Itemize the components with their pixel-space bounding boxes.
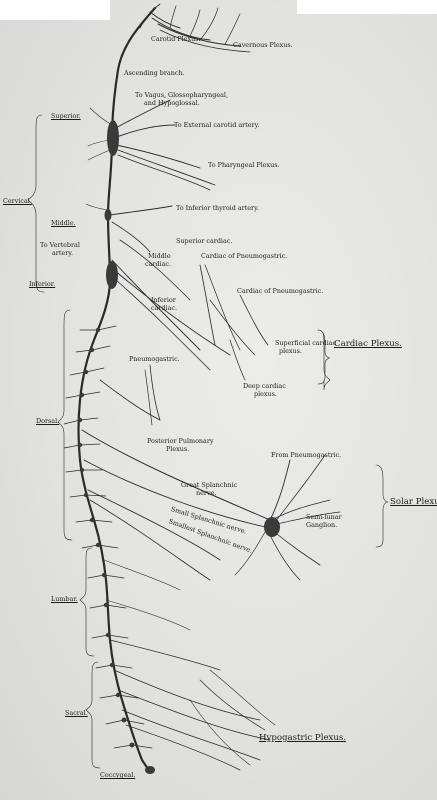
label-ascending-branch: Ascending branch. <box>124 69 185 77</box>
label-dorsal: Dorsal. <box>36 417 60 425</box>
label-posterior-pulmonary-2: Plexus. <box>166 445 190 453</box>
label-to-vagus-1: To Vagus, Glossopharyngeal, <box>135 91 228 99</box>
label-pneumogastric: Pneumogastric. <box>129 355 180 363</box>
coccygeal-ganglion <box>145 766 155 774</box>
label-to-vertebral-1: To Vertebral <box>40 241 80 249</box>
label-sacral: Sacral. <box>65 709 88 717</box>
label-lumbar: Lumbar. <box>51 595 78 603</box>
label-cavernous-plexus: Cavernous Plexus. <box>233 41 293 49</box>
inferior-cervical-ganglion <box>106 261 118 289</box>
label-coccygeal: Coccygeal. <box>100 771 136 779</box>
label-hypogastric-plexus: Hypogastric Plexus. <box>259 733 347 743</box>
label-superficial-cardiac-1: Superficial cardiac <box>275 339 337 347</box>
label-posterior-pulmonary-1: Posterior Pulmonary <box>147 437 214 445</box>
label-superior-cardiac: Superior cardiac. <box>176 237 233 245</box>
label-middle: Middle. <box>51 219 76 227</box>
label-superficial-cardiac-2: plexus. <box>279 347 302 355</box>
label-to-external-carotid: To External carotid artery. <box>174 121 260 129</box>
label-great-splanchnic-1: Great Splanchnic <box>181 481 238 489</box>
label-inferior-cardiac-1: Inferior <box>151 296 176 304</box>
label-semilunar-1: Semi-lunar <box>306 513 342 521</box>
ganglia <box>77 120 280 774</box>
label-middle-cardiac-1: Middle <box>148 252 171 260</box>
page-margin-top-right <box>297 0 437 14</box>
sympathetic-trunk <box>27 3 389 774</box>
label-to-pharyngeal-plexus: To Pharyngeal Plexus. <box>208 161 280 169</box>
label-great-splanchnic-2: nerve. <box>196 489 217 497</box>
middle-cervical-ganglion <box>104 209 112 221</box>
label-superior: Superior. <box>51 112 81 120</box>
label-cardiac-plexus: Cardiac Plexus. <box>334 339 402 349</box>
label-inferior-cardiac-2: cardiac. <box>151 304 177 312</box>
label-semilunar-2: Ganglion. <box>306 521 338 529</box>
page-margin-top-left <box>0 0 110 20</box>
label-to-inferior-thyroid: To Inferior thyroid artery. <box>176 204 259 212</box>
label-deep-cardiac-1: Deep cardiac <box>243 382 286 390</box>
label-carotid-plexus: Carotid Plexus. <box>151 35 201 43</box>
label-from-pneumogastric: From Pneumogastric. <box>271 451 342 459</box>
superior-cervical-ganglion <box>107 120 119 156</box>
label-cervical: Cervical. <box>3 197 32 205</box>
label-solar-plexus: Solar Plexus. <box>390 497 437 507</box>
semilunar-ganglion <box>264 517 280 537</box>
label-middle-cardiac-2: cardiac. <box>145 260 171 268</box>
label-cardiac-of-pneumogastric-2: Cardiac of Pneumogastric. <box>237 287 324 295</box>
label-to-vagus-2: and Hypoglossal. <box>144 99 200 107</box>
label-cardiac-of-pneumogastric-1: Cardiac of Pneumogastric. <box>201 252 288 260</box>
label-deep-cardiac-2: plexus. <box>254 390 277 398</box>
label-to-vertebral-2: artery. <box>52 249 74 257</box>
label-inferior: Inferior. <box>29 280 56 288</box>
